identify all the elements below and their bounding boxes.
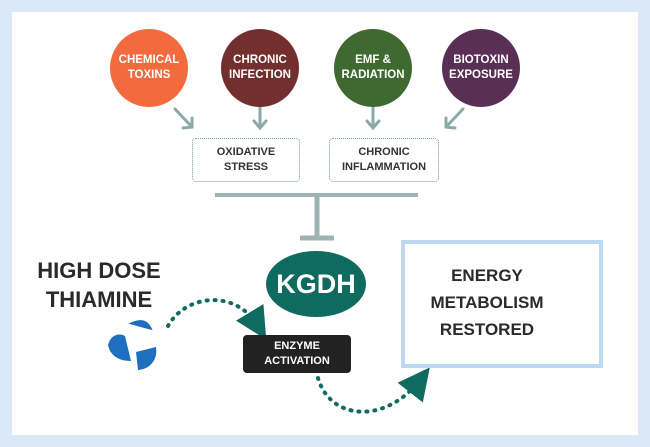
enzyme-activation-box: ENZYME ACTIVATION — [243, 335, 351, 373]
arrow-emf-to-inflammation — [365, 104, 381, 131]
chronic-infection-circle: CHRONIC INFECTION — [221, 29, 299, 107]
emf-radiation-circle: EMF & RADIATION — [334, 29, 412, 107]
oxidative-stress-box: OXIDATIVE STRESS — [192, 138, 300, 182]
inhibition-connector — [215, 193, 418, 241]
kgdh-enzyme-ellipse — [266, 251, 366, 317]
kgdh-label: KGDH — [276, 268, 356, 299]
biotoxin-exposure-circle: BIOTOXIN EXPOSURE — [442, 29, 520, 107]
pill-fragments-icon — [108, 320, 157, 370]
chemical-toxins-circle: CHEMICAL TOXINS — [110, 29, 188, 107]
arrow-infection-to-oxidative — [252, 104, 268, 131]
chronic-inflammation-box: CHRONIC INFLAMMATION — [329, 138, 439, 182]
dotted-arrow-thiamine-to-activation — [166, 298, 267, 340]
arrow-chemical-to-oxidative — [173, 107, 194, 130]
energy-restored-label: ENERGY METABOLISM RESTORED — [430, 266, 544, 339]
energy-restored-box — [401, 240, 603, 368]
dotted-arrow-activation-to-energy — [316, 367, 430, 414]
high-dose-thiamine-label: HIGH DOSE THIAMINE — [37, 258, 161, 312]
arrow-biotoxin-to-inflammation — [444, 107, 465, 130]
